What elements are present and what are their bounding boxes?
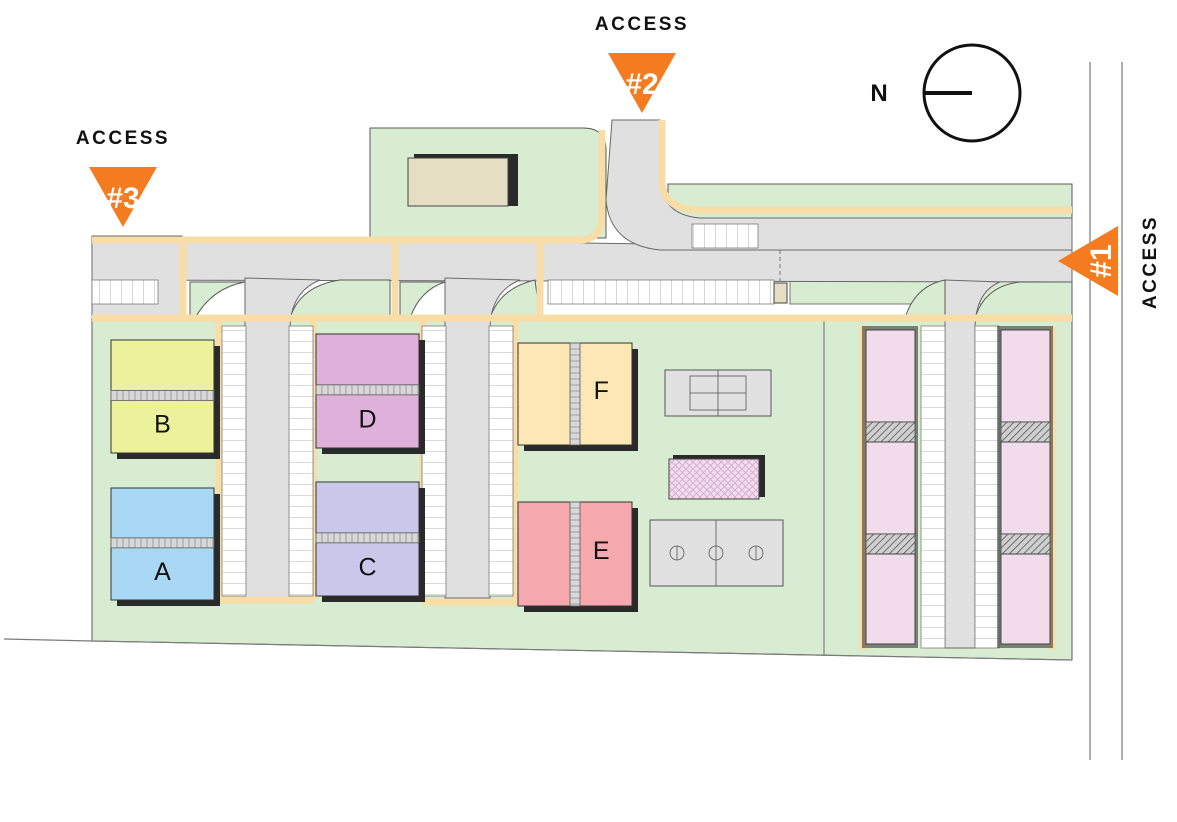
townhome-row	[997, 326, 1053, 648]
parking-row	[691, 223, 759, 249]
parking-row	[421, 325, 447, 597]
tennis-court	[664, 369, 772, 417]
townhome-unit[interactable]	[1000, 329, 1051, 423]
clubhouse	[407, 157, 509, 207]
curb-grass-bulbs	[189, 279, 1073, 319]
mail-kiosk	[773, 282, 788, 304]
townhome-unit[interactable]	[1000, 441, 1051, 535]
building-label: F	[594, 377, 609, 405]
building-label: D	[358, 405, 376, 433]
townhome-units	[862, 326, 1053, 648]
building-b[interactable]: B	[110, 339, 220, 459]
triangle-marker-icon	[608, 53, 676, 113]
parking-row	[547, 279, 775, 305]
townhome-unit[interactable]	[865, 441, 916, 535]
building-label: A	[154, 558, 171, 586]
north-letter: N	[870, 80, 887, 107]
playground	[668, 458, 760, 500]
access-label: ACCESS	[76, 128, 170, 149]
access-marker-1: #1 ACCESS	[1058, 215, 1161, 309]
parking-row	[288, 325, 314, 597]
building-d[interactable]: D	[315, 333, 425, 454]
parking-row	[974, 325, 1000, 649]
building-a[interactable]: A	[110, 487, 220, 606]
parking-row	[221, 325, 247, 597]
basketball-court	[649, 519, 784, 587]
north-arrow-icon: N	[870, 43, 1022, 143]
building-c[interactable]: C	[315, 481, 425, 602]
building-label: B	[154, 411, 171, 439]
parking-row	[488, 325, 514, 597]
triangle-marker-icon	[1058, 226, 1118, 296]
apartment-buildings: A B C D E F	[110, 333, 638, 612]
building-f[interactable]: F	[517, 342, 638, 451]
offsite-lines	[3, 62, 1123, 760]
townhome-unit[interactable]	[865, 553, 916, 645]
parking-stalls	[91, 223, 1000, 649]
access-label: ACCESS	[595, 14, 689, 35]
townhome-row	[862, 326, 918, 648]
triangle-marker-icon	[89, 167, 157, 227]
access-marker-2: ACCESS #2	[595, 14, 689, 113]
road-network	[91, 119, 1073, 649]
access-label: ACCESS	[1140, 215, 1161, 309]
parking-row	[920, 325, 946, 649]
building-e[interactable]: E	[517, 501, 638, 612]
townhome-unit[interactable]	[865, 329, 916, 423]
amenities	[407, 154, 788, 587]
access-marker-3: ACCESS #3	[76, 128, 170, 227]
access-number: #2	[625, 68, 658, 101]
building-label: E	[593, 537, 610, 565]
access-number: #3	[106, 182, 139, 215]
building-label: C	[358, 553, 376, 581]
parking-row	[91, 279, 159, 305]
townhome-unit[interactable]	[1000, 553, 1051, 645]
access-number: #1	[1085, 244, 1118, 277]
